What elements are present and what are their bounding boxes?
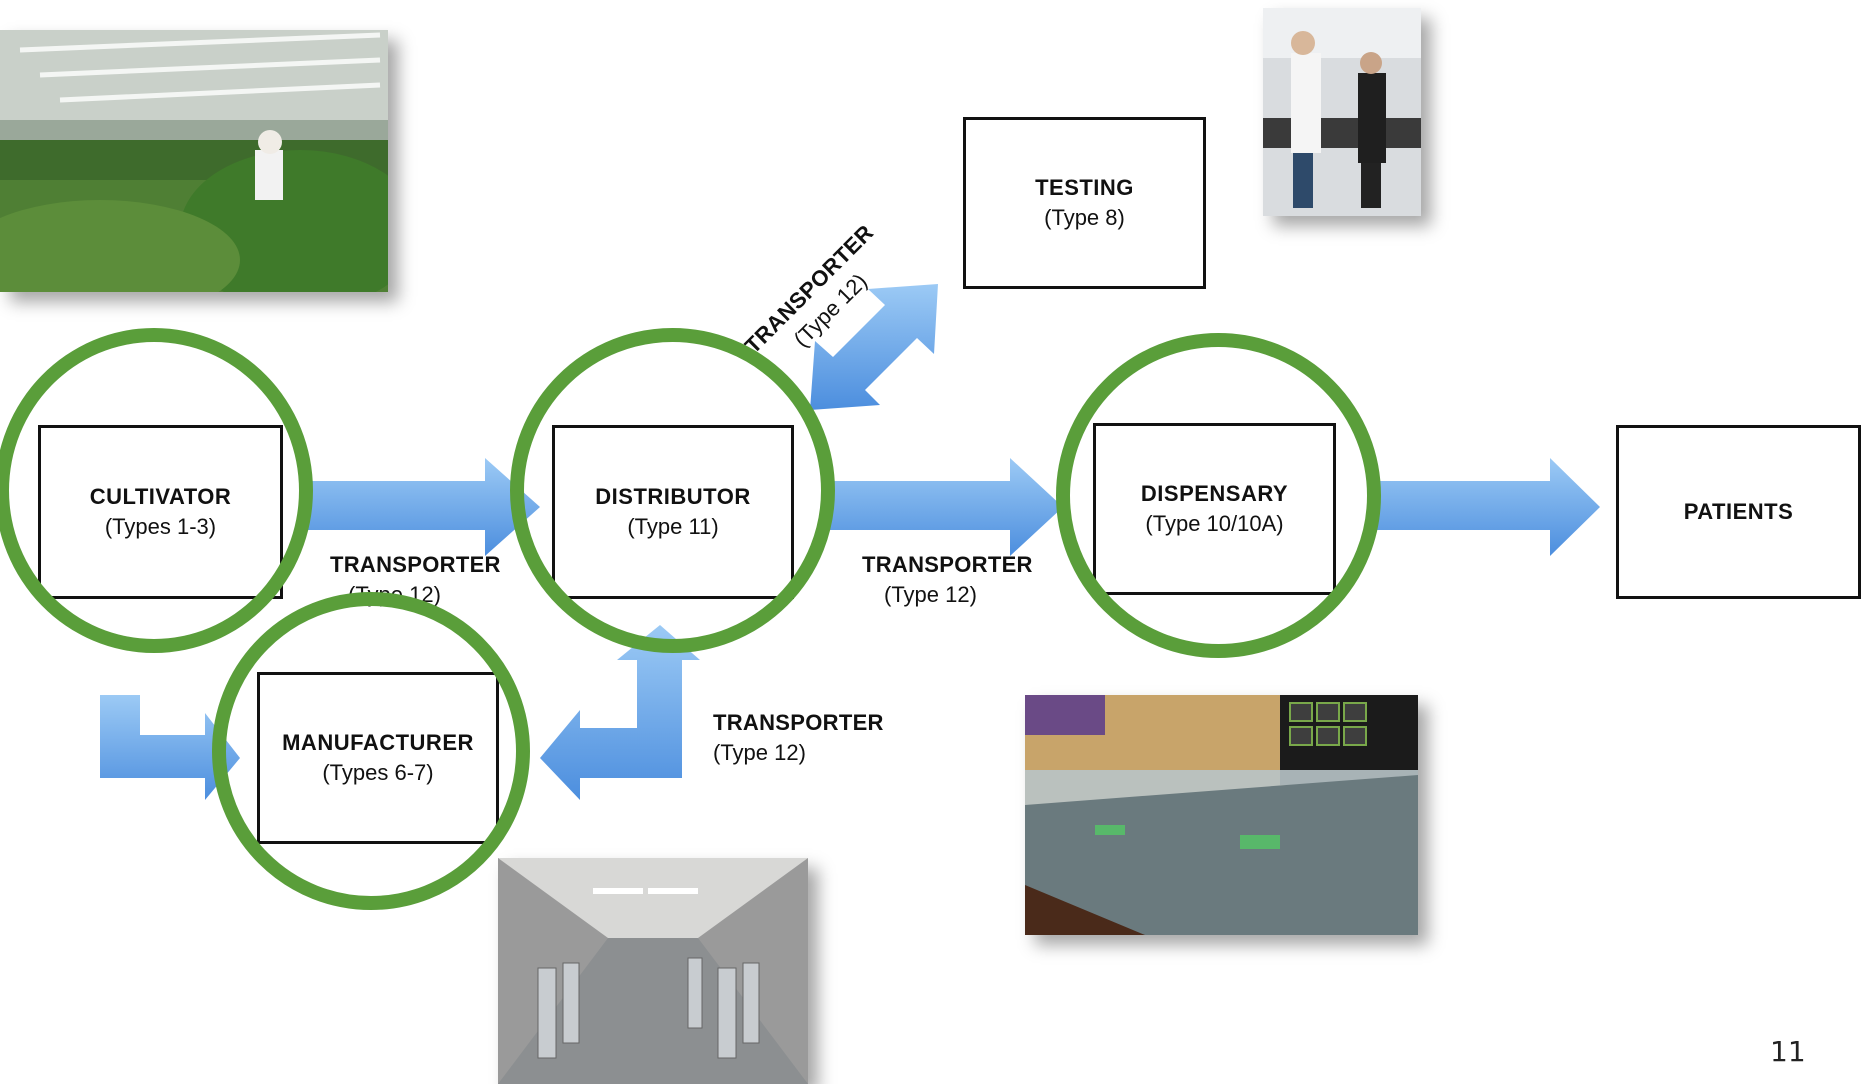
lab-testing-photo xyxy=(1263,8,1421,216)
dispensary-store-photo xyxy=(1025,695,1418,935)
patients-box: PATIENTS xyxy=(1616,425,1861,599)
arrow-cultivator-to-distributor xyxy=(305,458,540,556)
distributor-label: DISTRIBUTOR xyxy=(595,484,751,509)
transporter-type: (Type 12) xyxy=(348,582,441,607)
cultivator-label: CULTIVATOR xyxy=(89,484,232,509)
dispensary-label: DISPENSARY xyxy=(1140,481,1289,506)
transporter-title: TRANSPORTER xyxy=(862,552,1033,577)
page-number: 11 xyxy=(1770,1035,1806,1068)
testing-type: (Type 8) xyxy=(1044,205,1125,230)
manufacturer-box: MANUFACTURER (Types 6-7) xyxy=(257,672,499,844)
cultivator-box: CULTIVATOR (Types 1-3) xyxy=(38,425,283,599)
manufacturer-type: (Types 6-7) xyxy=(322,760,434,785)
dispensary-box: DISPENSARY (Type 10/10A) xyxy=(1093,423,1336,595)
dispensary-type: (Type 10/10A) xyxy=(1145,511,1284,536)
distributor-type: (Type 11) xyxy=(627,514,719,539)
manufacturing-lab-photo xyxy=(498,858,808,1084)
testing-box: TESTING (Type 8) xyxy=(963,117,1206,289)
transporter-label-distributor-dispensary: TRANSPORTER (Type 12) xyxy=(862,550,1033,610)
arrow-dispensary-to-patients xyxy=(1368,458,1600,556)
transporter-title: TRANSPORTER xyxy=(330,552,501,577)
arrow-distributor-testing xyxy=(810,284,938,410)
transporter-label-manufacturer-distributor: TRANSPORTER (Type 12) xyxy=(713,708,884,768)
distributor-box: DISTRIBUTOR (Type 11) xyxy=(552,425,794,599)
arrow-cultivator-to-manufacturer xyxy=(100,695,240,800)
transporter-title: TRANSPORTER xyxy=(713,710,884,735)
cultivation-greenhouse-photo xyxy=(0,30,388,292)
cultivator-type: (Types 1-3) xyxy=(104,514,217,539)
patients-label: PATIENTS xyxy=(1683,499,1794,524)
arrow-manufacturer-distributor xyxy=(540,625,700,800)
transporter-type: (Type 12) xyxy=(713,740,806,765)
transporter-label-cultivator-distributor: TRANSPORTER (Type 12) xyxy=(330,550,501,610)
testing-label: TESTING xyxy=(1035,175,1134,200)
manufacturer-label: MANUFACTURER xyxy=(282,730,474,755)
transporter-type: (Type 12) xyxy=(884,582,977,607)
arrow-distributor-to-dispensary xyxy=(822,458,1063,556)
